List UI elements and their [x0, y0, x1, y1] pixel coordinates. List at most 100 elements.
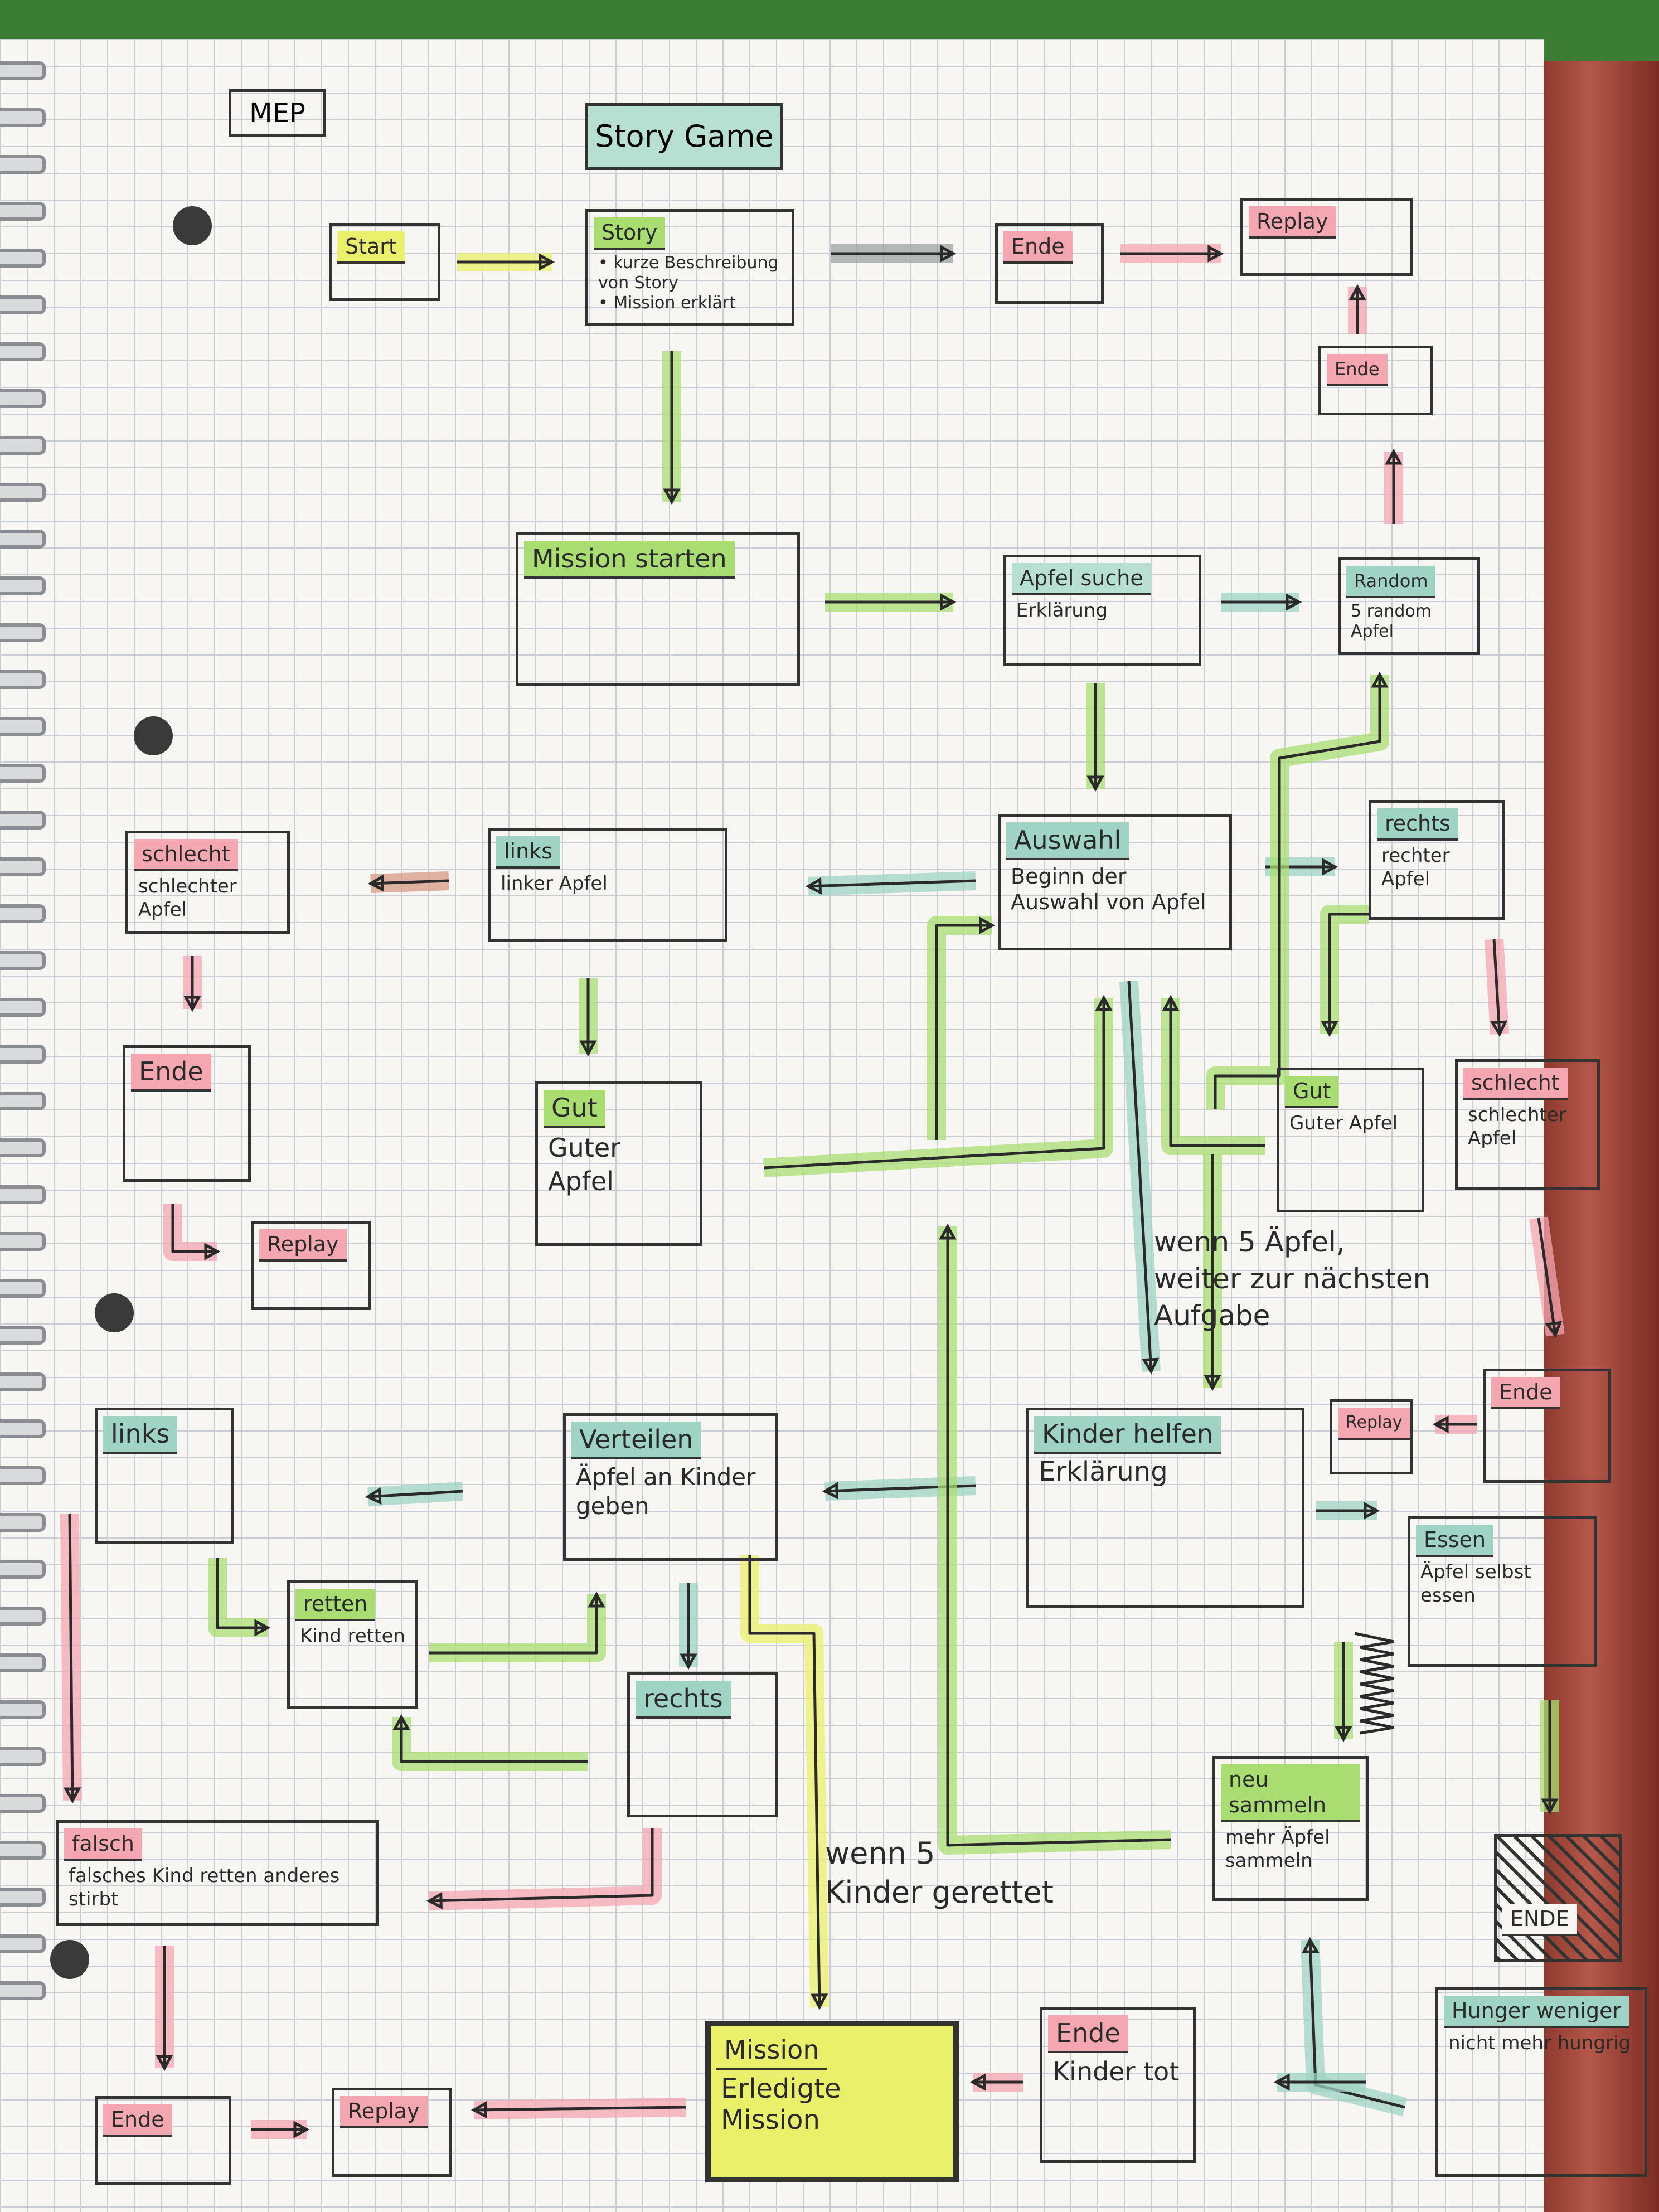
note-wenn-5-kinder: wenn 5 Kinder gerettet — [825, 1836, 1054, 1910]
connector-line-rechts-retten — [400, 1717, 588, 1763]
node-kinder-helfen: Kinder helfen Erklärung — [1026, 1408, 1304, 1608]
node-body: Erklärung — [1039, 1456, 1168, 1487]
arrowhead-links-falsch — [64, 1787, 81, 1804]
spiral-ring — [0, 1279, 46, 1298]
node-links-2: links — [95, 1408, 234, 1544]
node-body: 5 random Apfel — [1351, 601, 1432, 641]
node-title: retten — [295, 1589, 376, 1621]
spiral-ring — [0, 1794, 46, 1813]
arrowhead-mission-replay — [470, 2101, 487, 2119]
node-mission-erledigt: Mission Erledigte Mission — [705, 2021, 959, 2182]
spiral-ring — [0, 904, 46, 923]
spiral-ring — [0, 342, 46, 361]
arrowhead-rechts-gut — [1321, 1021, 1338, 1037]
spiral-ring — [0, 764, 46, 783]
spiral-ring — [0, 202, 46, 221]
arrowhead-neu-auswahl — [939, 1223, 957, 1240]
node-links-1: links linker Apfel — [488, 828, 727, 942]
node-body: Beginn der Auswahl von Apfel — [1011, 864, 1206, 914]
arrowhead-rechts-schlecht — [1490, 1020, 1508, 1037]
arrowhead-hunger-neu2 — [1273, 2073, 1290, 2091]
node-body: • kurze Beschreibung von Story • Mission… — [598, 253, 779, 313]
node-title: Ende — [1327, 354, 1388, 386]
node-title: Kinder helfen — [1034, 1416, 1221, 1454]
spiral-ring — [0, 1513, 46, 1532]
node-title: links — [103, 1416, 178, 1454]
arrowhead-auswahl-kinder — [1141, 1357, 1160, 1375]
connector-line-gut-right-auswahl — [1169, 998, 1265, 1147]
node-title: Ende — [131, 1054, 211, 1092]
connector-line-auswahl-kinder — [1127, 981, 1153, 1372]
node-body: nicht mehr hungrig — [1448, 2032, 1631, 2054]
node-title: Auswahl — [1006, 822, 1129, 860]
node-title: Start — [337, 231, 405, 264]
spiral-ring — [0, 483, 46, 502]
spiral-ring — [0, 1981, 46, 2000]
arrowhead-schlecht-ende-right — [1545, 1321, 1563, 1338]
node-title: Replay — [259, 1229, 347, 1262]
node-apfel-suche: Apfel suche Erklärung — [1003, 555, 1201, 666]
spiral-ring — [0, 1232, 46, 1251]
node-title: Mission — [716, 2032, 827, 2070]
node-title: schlecht — [1463, 1068, 1568, 1100]
node-ende-right: Ende — [1483, 1369, 1611, 1483]
node-gut-right: Gut Guter Apfel — [1277, 1068, 1424, 1212]
spiral-ring — [0, 951, 46, 970]
node-body: Kind retten — [300, 1625, 405, 1647]
connector-line-ende-replay-left — [171, 1204, 217, 1253]
node-ende-random: Ende — [1318, 346, 1433, 415]
node-random: Random 5 random Apfel — [1338, 557, 1480, 655]
spiral-ring — [0, 155, 46, 174]
node-falsch: falsch falsches Kind retten anderes stir… — [56, 1820, 379, 1926]
node-title: Apfel suche — [1012, 563, 1151, 595]
node-ende-bottom: Ende — [95, 2096, 231, 2185]
connector-line-verteilen-mission — [748, 1555, 821, 2007]
spiral-ring — [0, 1092, 46, 1110]
node-essen: Essen Äpfel selbst essen — [1408, 1516, 1597, 1667]
arrowhead-auswahl-rechts — [1322, 858, 1338, 876]
punch-hole — [95, 1293, 134, 1332]
node-replay-right: Replay — [1330, 1399, 1413, 1474]
connector-highlight-ende-replay-left — [163, 1204, 217, 1261]
node-body: Guter Apfel — [1289, 1112, 1398, 1134]
node-title: Replay — [1338, 1408, 1410, 1440]
connector-line-rechts-schlecht — [1492, 939, 1501, 1035]
node-retten: retten Kind retten — [287, 1580, 418, 1709]
spiral-ring — [0, 61, 46, 80]
node-body: Kinder tot — [1052, 2056, 1180, 2087]
node-title: falsch — [64, 1828, 142, 1861]
connector-line-mission-replay — [473, 2106, 686, 2112]
node-body: falsches Kind retten anderes stirbt — [69, 1865, 340, 1910]
arrowhead-links-gut — [579, 1040, 597, 1057]
connector-line-gut-right-random — [1214, 675, 1381, 1109]
node-title: neu sammeln — [1221, 1764, 1360, 1822]
node-auswahl: Auswahl Beginn der Auswahl von Apfel — [998, 814, 1232, 950]
connector-line-links-retten — [216, 1558, 268, 1629]
node-title: Gut — [544, 1090, 605, 1128]
node-gut-left: Gut Guter Apfel — [535, 1081, 702, 1246]
connector-line-schlecht-ende-right — [1537, 1217, 1557, 1336]
arrowhead-verteilen-mission — [810, 1993, 828, 2010]
arrowhead-kinder-tot-mission — [969, 2073, 986, 2091]
node-title: Hunger weniger — [1444, 1996, 1629, 2028]
node-replay-top: Replay — [1240, 198, 1413, 276]
connector-line-retten-verteilen — [429, 1594, 598, 1655]
arrowhead-ende-replay-right — [1432, 1415, 1449, 1433]
connector-line-rechts-falsch — [429, 1828, 654, 1903]
node-rechts-1: rechts rechter Apfel — [1369, 800, 1505, 920]
node-schlecht-left: schlecht schlechter Apfel — [125, 831, 290, 934]
arrowhead-apfel-auswahl — [1086, 775, 1104, 792]
spiral-ring — [0, 1888, 46, 1907]
arrowhead-random-ende — [1385, 448, 1403, 465]
diagram-title: Story Game — [585, 103, 783, 170]
spiral-ring — [0, 1934, 46, 1953]
node-body: schlechter Apfel — [138, 875, 237, 921]
spiral-ring — [0, 389, 46, 408]
arrowhead-essen-crossed — [1541, 1798, 1559, 1815]
arrowhead-ende-replay — [1207, 245, 1224, 263]
arrowhead-schlecht-ende — [183, 996, 201, 1012]
arrowhead-mission-apfel — [940, 593, 957, 611]
note-wenn-5-aepfel: wenn 5 Äpfel, weiter zur nächsten Aufgab… — [1154, 1226, 1431, 1332]
node-title: Ende — [1048, 2015, 1128, 2053]
